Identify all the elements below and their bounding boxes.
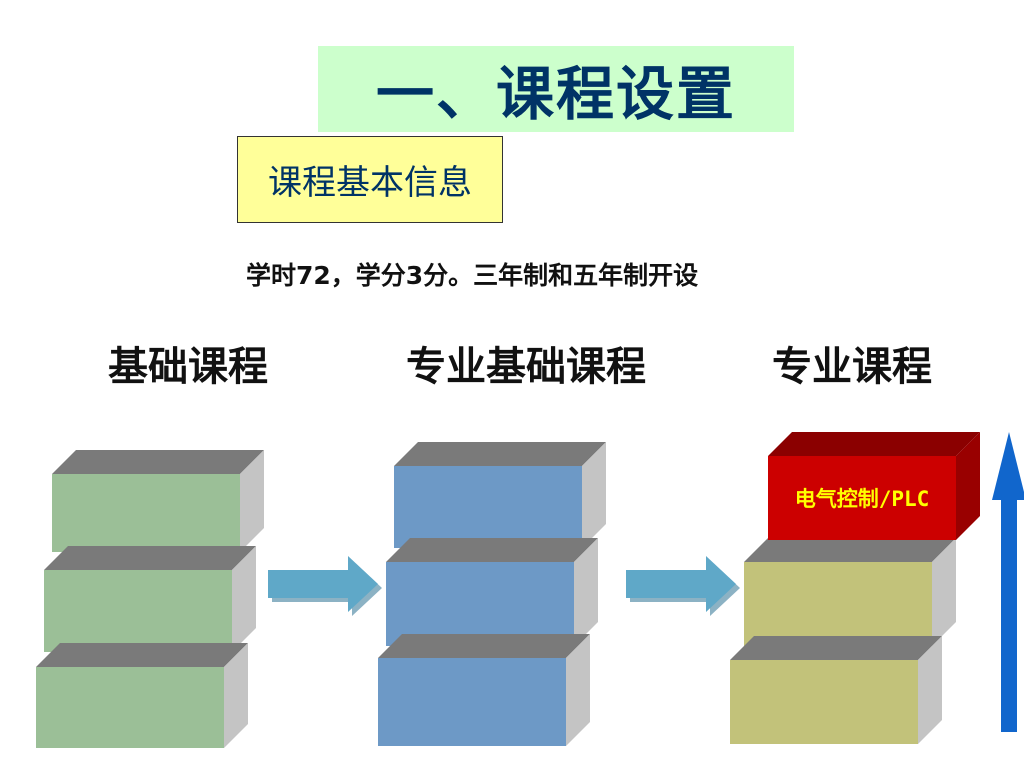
olive-block-1 xyxy=(744,538,956,646)
category-basic: 基础课程 xyxy=(108,343,268,390)
course-info-box: 课程基本信息 xyxy=(237,136,503,223)
plc-course-block: 电气控制/PLC xyxy=(768,432,980,540)
category-professional-basic: 专业基础课程 xyxy=(406,343,646,390)
green-block-3 xyxy=(36,643,248,748)
blue-block-1 xyxy=(394,442,606,548)
flow-arrow-1 xyxy=(268,556,382,616)
category-professional: 专业课程 xyxy=(772,343,932,390)
course-info-label: 课程基本信息 xyxy=(268,163,472,203)
olive-block-2 xyxy=(730,636,942,744)
plc-course-label: 电气控制/PLC xyxy=(795,487,930,511)
blue-block-2 xyxy=(386,538,598,646)
progression-up-arrow xyxy=(992,432,1024,732)
page-title: 一、课程设置 xyxy=(375,60,736,128)
green-block-2 xyxy=(44,546,256,652)
title-banner: 一、课程设置 xyxy=(318,46,794,132)
professional-basic-course-stack xyxy=(378,442,606,746)
blue-block-3 xyxy=(378,634,590,746)
flow-arrow-2 xyxy=(626,556,740,616)
basic-course-stack xyxy=(36,450,264,748)
course-description: 学时72，学分3分。三年制和五年制开设 xyxy=(246,261,699,290)
green-block-1 xyxy=(52,450,264,552)
professional-course-stack: 电气控制/PLC xyxy=(730,432,980,744)
